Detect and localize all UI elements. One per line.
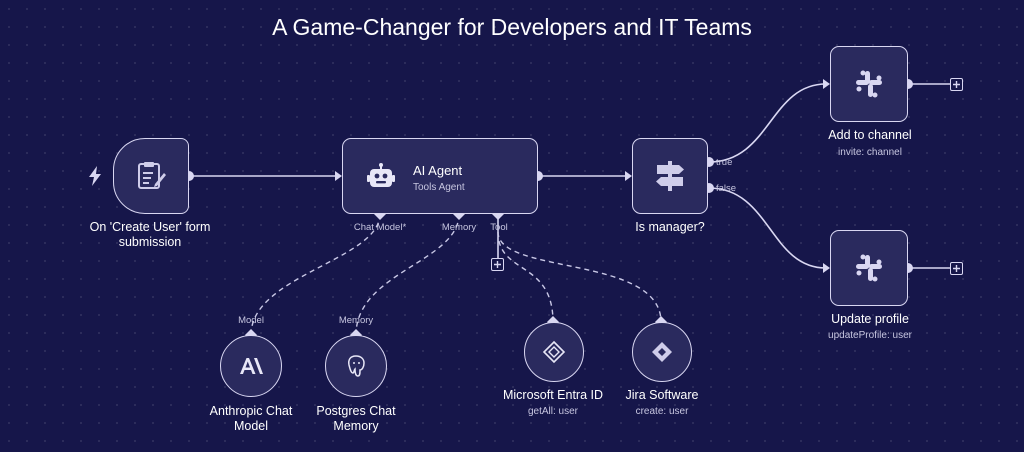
wire-switch-true — [708, 83, 827, 163]
ai-agent-node[interactable]: AI Agent Tools Agent — [342, 138, 538, 214]
arrow-update-input — [823, 263, 830, 273]
agent-subtitle: Tools Agent — [413, 182, 465, 193]
update-profile-sub: updateProfile: user — [828, 330, 912, 341]
memory-port-label: Memory — [338, 315, 374, 326]
entra-label: Microsoft Entra ID — [502, 388, 604, 402]
plus-icon — [953, 81, 960, 88]
trigger-node[interactable] — [113, 138, 189, 214]
slack-icon — [854, 253, 884, 283]
add-after-update-button[interactable] — [950, 262, 963, 275]
slack-icon — [854, 69, 884, 99]
postgres-node[interactable] — [325, 335, 387, 397]
robot-icon — [367, 163, 395, 189]
wire-model — [250, 213, 381, 336]
entra-sub: getAll: user — [527, 406, 579, 417]
arrow-switch-input — [625, 171, 632, 181]
wire-memory — [355, 213, 460, 336]
is-manager-label: Is manager? — [635, 220, 705, 234]
wire-switch-false — [708, 187, 827, 269]
add-tool-button[interactable] — [491, 258, 504, 271]
port-label-memory: Memory — [441, 222, 477, 233]
add-after-channel-button[interactable] — [950, 78, 963, 91]
entra-node[interactable] — [524, 322, 584, 382]
true-label: true — [716, 157, 733, 168]
page-title: A Game-Changer for Developers and IT Tea… — [272, 14, 752, 40]
form-icon — [135, 160, 167, 192]
entra-icon — [542, 340, 566, 364]
plus-icon — [494, 261, 501, 268]
port-label-chat-model: Chat Model* — [353, 222, 407, 233]
is-manager-node[interactable] — [632, 138, 708, 214]
plus-icon — [953, 265, 960, 272]
arrow-add-input — [823, 79, 830, 89]
false-label: false — [716, 183, 737, 194]
postgres-icon — [344, 354, 368, 378]
add-to-channel-sub: invite: channel — [838, 147, 902, 158]
model-port-label: Model — [238, 315, 264, 326]
lightning-icon — [88, 166, 102, 191]
jira-sub: create: user — [635, 406, 689, 417]
anthropic-node[interactable] — [220, 335, 282, 397]
anthropic-icon — [239, 357, 263, 375]
agent-title: AI Agent — [413, 163, 463, 178]
trigger-label: On 'Create User' form submission — [89, 220, 211, 249]
jira-icon — [651, 341, 673, 363]
port-label-tool: Tool — [490, 222, 508, 233]
signpost-icon — [653, 159, 687, 193]
update-profile-label: Update profile — [831, 312, 909, 326]
arrow-agent-input — [335, 171, 342, 181]
postgres-label: Postgres Chat Memory — [316, 404, 396, 433]
wire-tool-entra — [497, 231, 554, 323]
add-to-channel-label: Add to channel — [828, 128, 912, 142]
update-profile-node[interactable] — [830, 230, 908, 306]
jira-node[interactable] — [632, 322, 692, 382]
anthropic-label: Anthropic Chat Model — [209, 404, 293, 433]
wire-tool-jira — [497, 231, 662, 323]
jira-label: Jira Software — [625, 388, 699, 402]
add-to-channel-node[interactable] — [830, 46, 908, 122]
